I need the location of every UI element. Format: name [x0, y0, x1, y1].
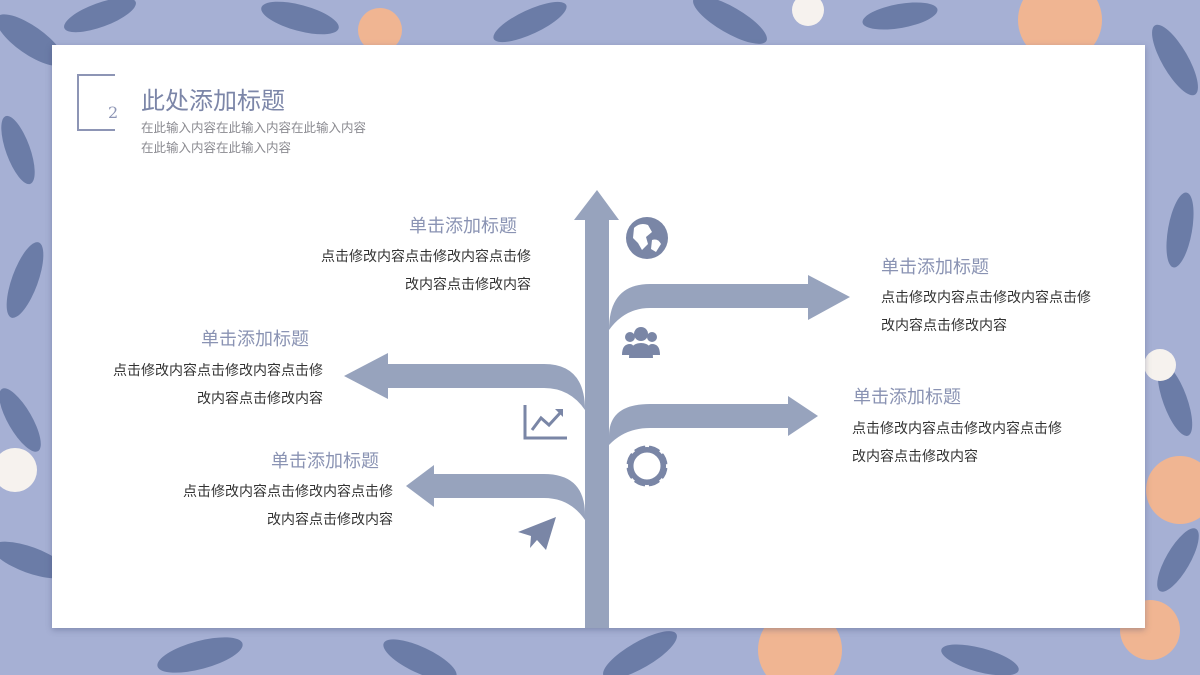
- item-body-4-line-1: 点击修改内容点击修改内容点击修: [852, 421, 1062, 437]
- page-title: 此处添加标题: [141, 87, 285, 115]
- item-body-1-line-1: 点击修改内容点击修改内容点击修: [321, 249, 531, 265]
- arrow-left-upper: [344, 353, 585, 410]
- chart-trend-icon: [523, 405, 567, 440]
- subtitle-line-2: 在此输入内容在此输入内容: [141, 140, 292, 155]
- subtitle-line-1: 在此输入内容在此输入内容在此输入内容: [141, 120, 367, 135]
- arrow-right-upper: [609, 275, 850, 330]
- item-title-5: 单击添加标题: [271, 451, 379, 472]
- item-body-5-line-2: 改内容点击修改内容: [267, 512, 393, 528]
- arrow-right-lower: [609, 396, 818, 445]
- item-title-1: 单击添加标题: [409, 216, 517, 237]
- item-title-3: 单击添加标题: [201, 329, 309, 350]
- number-bracket: [77, 74, 115, 131]
- item-body-2-line-2: 改内容点击修改内容: [881, 318, 1007, 334]
- globe-icon: [626, 217, 668, 259]
- slide-number: 2: [108, 103, 119, 122]
- users-icon: [622, 327, 660, 358]
- item-body-2-line-1: 点击修改内容点击修改内容点击修: [881, 290, 1091, 306]
- item-body-5-line-1: 点击修改内容点击修改内容点击修: [183, 484, 393, 500]
- item-title-2: 单击添加标题: [881, 257, 989, 278]
- item-body-1-line-2: 改内容点击修改内容: [405, 277, 531, 293]
- lifebuoy-icon: [626, 445, 668, 487]
- item-body-3-line-1: 点击修改内容点击修改内容点击修: [113, 363, 323, 379]
- trunk: [574, 190, 619, 628]
- item-title-4: 单击添加标题: [853, 387, 961, 408]
- arrow-left-lower: [406, 465, 585, 520]
- item-body-3-line-2: 改内容点击修改内容: [197, 391, 323, 407]
- item-body-4-line-2: 改内容点击修改内容: [852, 449, 978, 465]
- paper-plane-icon: [518, 517, 556, 550]
